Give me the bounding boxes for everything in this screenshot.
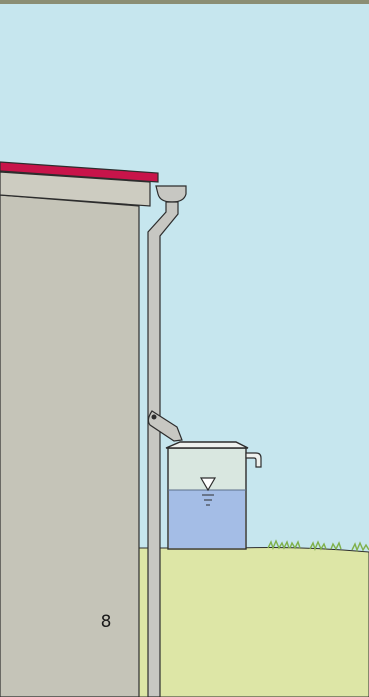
wall-number-label: 8 — [101, 612, 112, 632]
top-strip — [0, 0, 369, 4]
house-wall — [0, 195, 139, 697]
diverter-hinge — [152, 415, 157, 420]
barrel-water — [169, 490, 245, 548]
barrel-lid — [166, 442, 248, 448]
